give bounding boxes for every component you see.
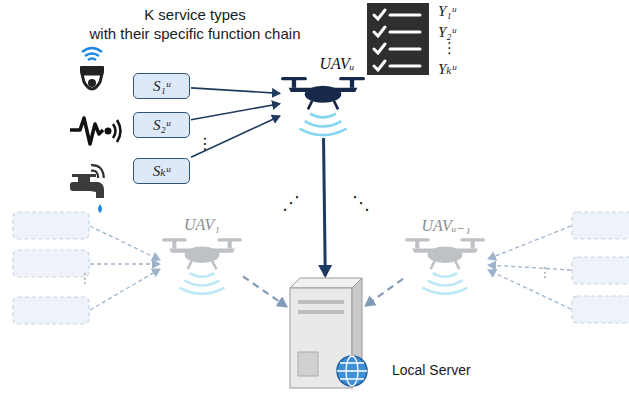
text-label: Υ₁ᵘ <box>438 3 456 20</box>
node-label: UAVᵤ₋₁ <box>422 216 471 235</box>
service-box: Sₖᵘ <box>133 158 190 184</box>
text-label: Υ₂ᵘ <box>438 24 456 41</box>
uav-node: UAVᵤ₋₁ <box>404 216 488 280</box>
service-box: S₂ᵘ <box>133 112 190 138</box>
service-box: S₁ᵘ <box>133 73 190 99</box>
connector <box>191 88 280 94</box>
node-label: S₂ᵘ <box>153 117 170 134</box>
drone-1 <box>162 238 242 293</box>
heartbeat-icon <box>70 118 121 144</box>
node-label: S₁ᵘ <box>153 78 170 95</box>
server-icon <box>290 278 367 388</box>
connector <box>191 104 280 120</box>
text-label: ⋰ <box>282 192 300 214</box>
node-label: UAVᵤ <box>320 55 355 73</box>
text-label: K service types <box>144 6 246 23</box>
text-label: ⋮ <box>538 264 552 280</box>
drone-u-1 <box>405 238 485 293</box>
text-label: ⋮ <box>442 39 457 57</box>
connector <box>324 138 326 276</box>
uav-node: UAVᵤ <box>282 55 364 137</box>
node-label: Local Server <box>392 362 471 378</box>
camera-icon <box>80 48 104 89</box>
faucet-icon <box>70 162 107 213</box>
text-label: with their specific function chain <box>90 25 301 42</box>
node-label: Sₖᵘ <box>153 162 170 180</box>
text-label: ⋮ <box>78 270 92 286</box>
connector <box>191 116 280 157</box>
uav-node: UAV₁ <box>162 216 242 280</box>
node-label: UAV₁ <box>184 216 220 234</box>
text-label: ⋮ <box>197 134 213 153</box>
drone-u <box>281 77 365 135</box>
server-node: Local Server <box>289 278 363 390</box>
connector <box>243 276 287 307</box>
text-label: Υₖᵘ <box>438 60 456 78</box>
text-label: ⋱ <box>352 192 370 214</box>
checklist-board <box>367 3 429 75</box>
connector <box>365 279 403 306</box>
